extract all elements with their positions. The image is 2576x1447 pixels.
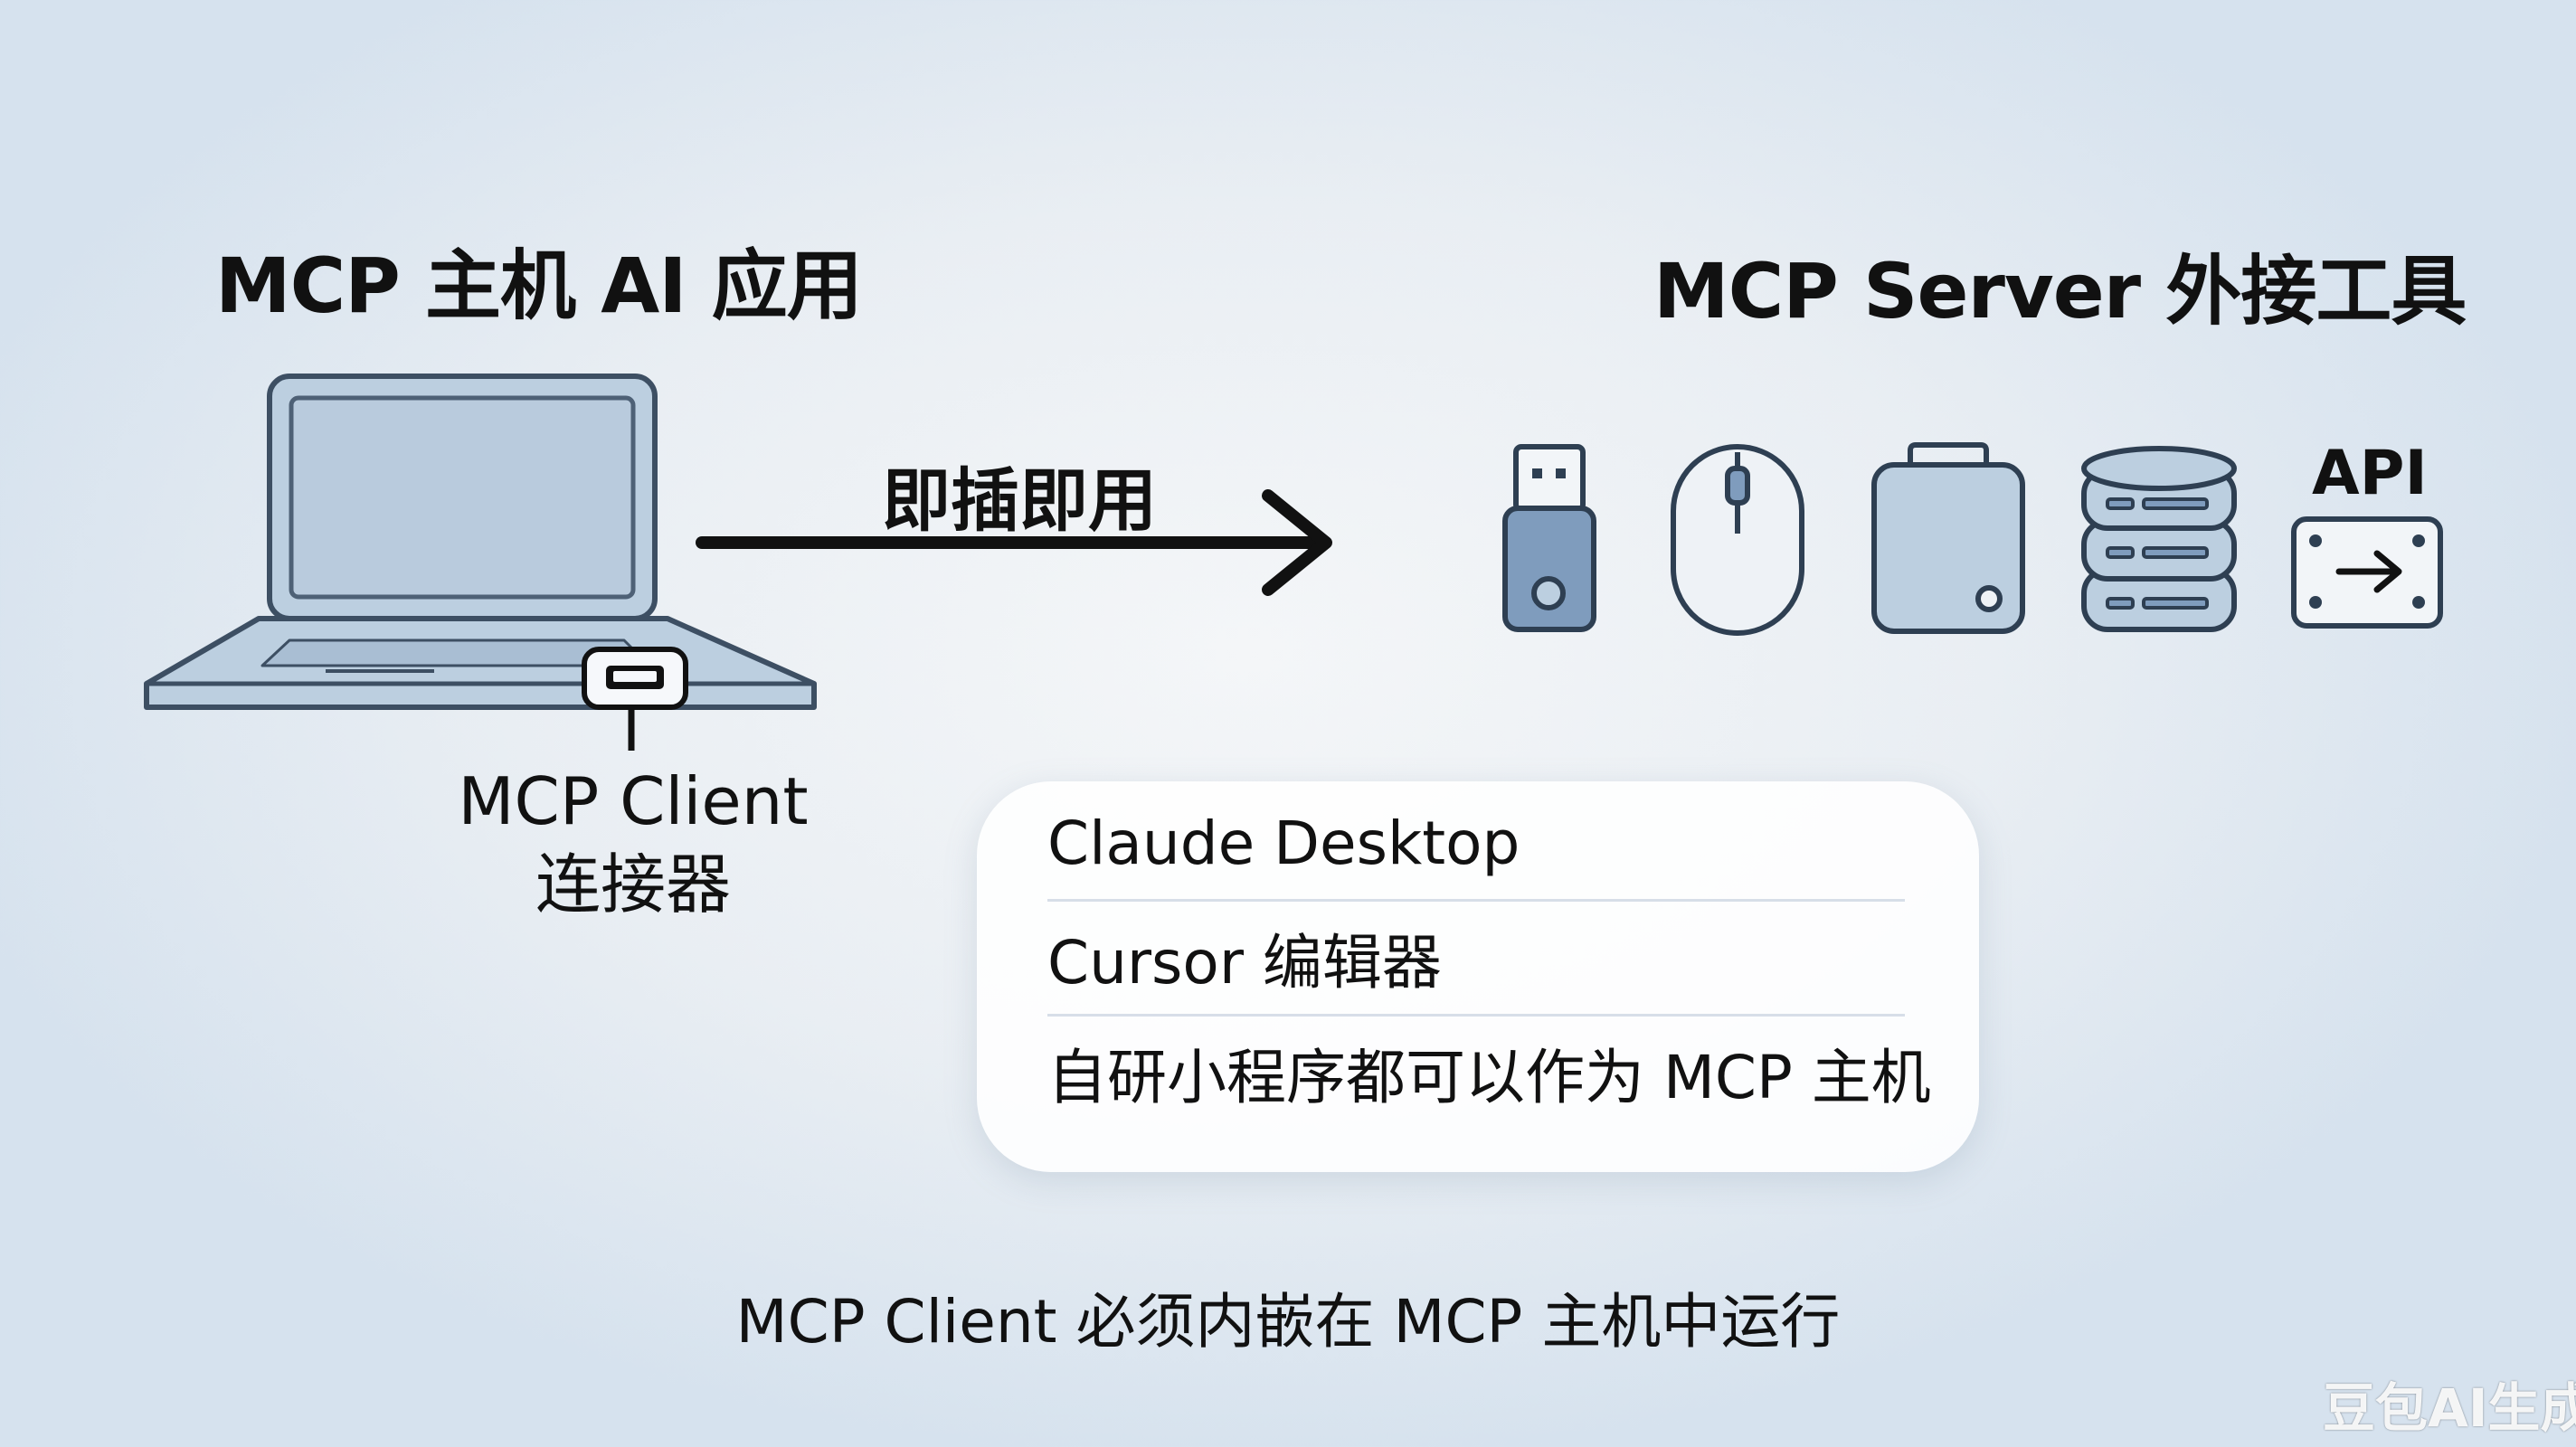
mcp-client-label-line2: 连接器 (535, 846, 731, 922)
mouse-icon (1671, 444, 1804, 636)
host-example-item: Claude Desktop (1047, 808, 1520, 878)
external-disk-icon (1871, 442, 2025, 634)
plug-arrow (696, 489, 1332, 596)
host-example-item: Cursor 编辑器 (1047, 928, 1442, 998)
mcp-client-label: MCP Client 连接器 (425, 760, 841, 926)
api-icon (2291, 516, 2443, 629)
mcp-client-label-line1: MCP Client (458, 763, 809, 839)
divider (1047, 899, 1905, 902)
host-examples-card: Claude Desktop Cursor 编辑器 自研小程序都可以作为 MCP… (977, 781, 1979, 1172)
footer-note: MCP Client 必须内嵌在 MCP 主机中运行 (735, 1287, 1841, 1357)
api-label: API (2312, 438, 2428, 509)
usb-drive-icon (1502, 444, 1596, 632)
plug-and-play-label: 即插即用 (882, 460, 1157, 541)
client-connector-icon (582, 647, 688, 751)
host-title: MCP 主机 AI 应用 (215, 241, 863, 330)
divider (1047, 1014, 1905, 1017)
database-icon (2081, 446, 2237, 632)
host-example-item: 自研小程序都可以作为 MCP 主机 (1047, 1043, 1931, 1112)
server-title: MCP Server 外接工具 (1653, 247, 2467, 336)
watermark: 豆包AI生成 (2323, 1377, 2576, 1439)
